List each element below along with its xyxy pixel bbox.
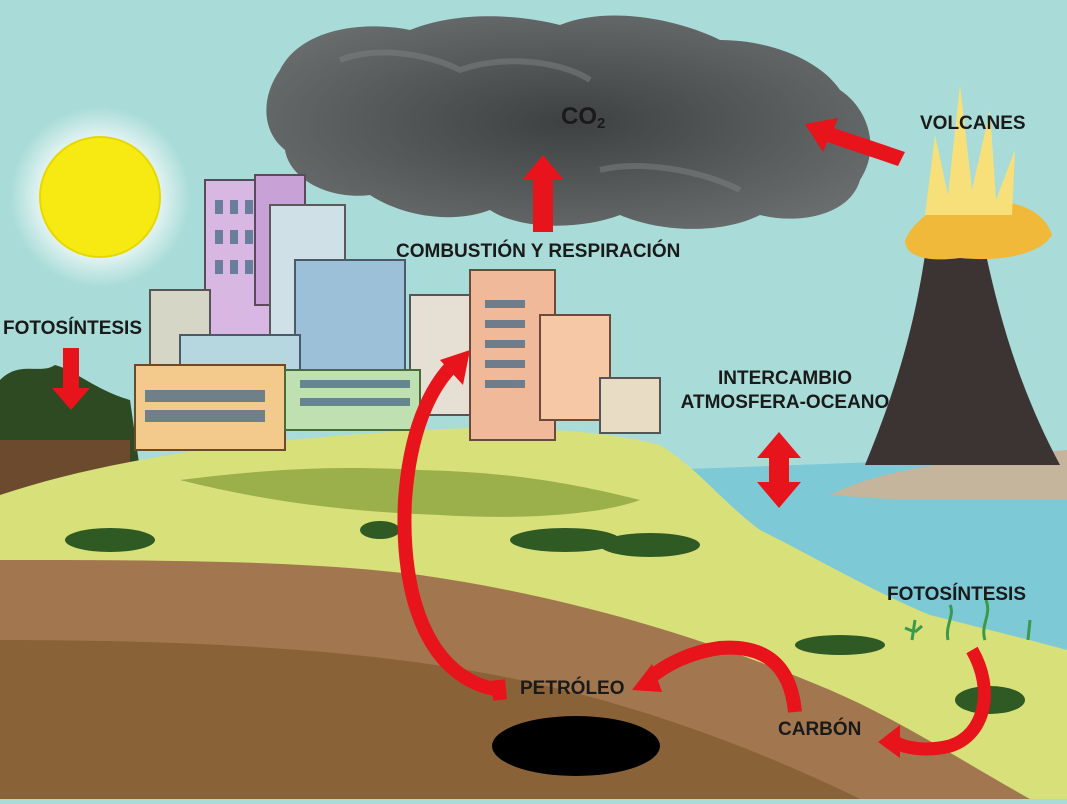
oil-deposit <box>492 716 660 776</box>
co2-subscript: 2 <box>597 115 606 132</box>
co2-smoke-cloud <box>266 15 871 229</box>
exchange-label-line1: INTERCAMBIO <box>717 368 853 389</box>
oil-label: PETRÓLEO <box>520 678 625 699</box>
exchange-double-arrow <box>757 432 801 508</box>
arrows <box>52 118 905 508</box>
oil-arrow-tail <box>491 679 507 701</box>
coal-to-oil-arrow <box>645 640 802 713</box>
photosynthesis-down-arrow <box>52 348 90 410</box>
sea-to-coal-arrow <box>891 646 991 756</box>
co2-text: CO <box>561 103 597 130</box>
bushes <box>65 521 1025 714</box>
oil-to-city-arrow <box>397 363 502 697</box>
curved-arrows <box>397 363 991 756</box>
volcano-icon <box>830 85 1067 500</box>
combustion-label: COMBUSTIÓN Y RESPIRACIÓN <box>396 241 681 262</box>
city-buildings <box>134 174 661 451</box>
coal-label: CARBÓN <box>778 719 862 740</box>
volcano-to-cloud-arrow <box>805 118 905 166</box>
co2-label: CO2 <box>561 102 605 134</box>
curved-arrow-heads <box>440 350 900 758</box>
volcanes-label: VOLCANES <box>920 113 1026 134</box>
photosynthesis-left-label: FOTOSÍNTESIS <box>3 318 143 339</box>
exchange-label: INTERCAMBIO ATMOSFERA-OCEANO <box>675 367 895 415</box>
exchange-label-line2: ATMOSFERA-OCEANO <box>680 391 890 413</box>
sun-icon <box>10 107 190 287</box>
seaweed-icon <box>904 599 1032 641</box>
combustion-up-arrow <box>522 155 564 232</box>
photosynthesis-right-label: FOTOSÍNTESIS <box>887 584 1027 605</box>
